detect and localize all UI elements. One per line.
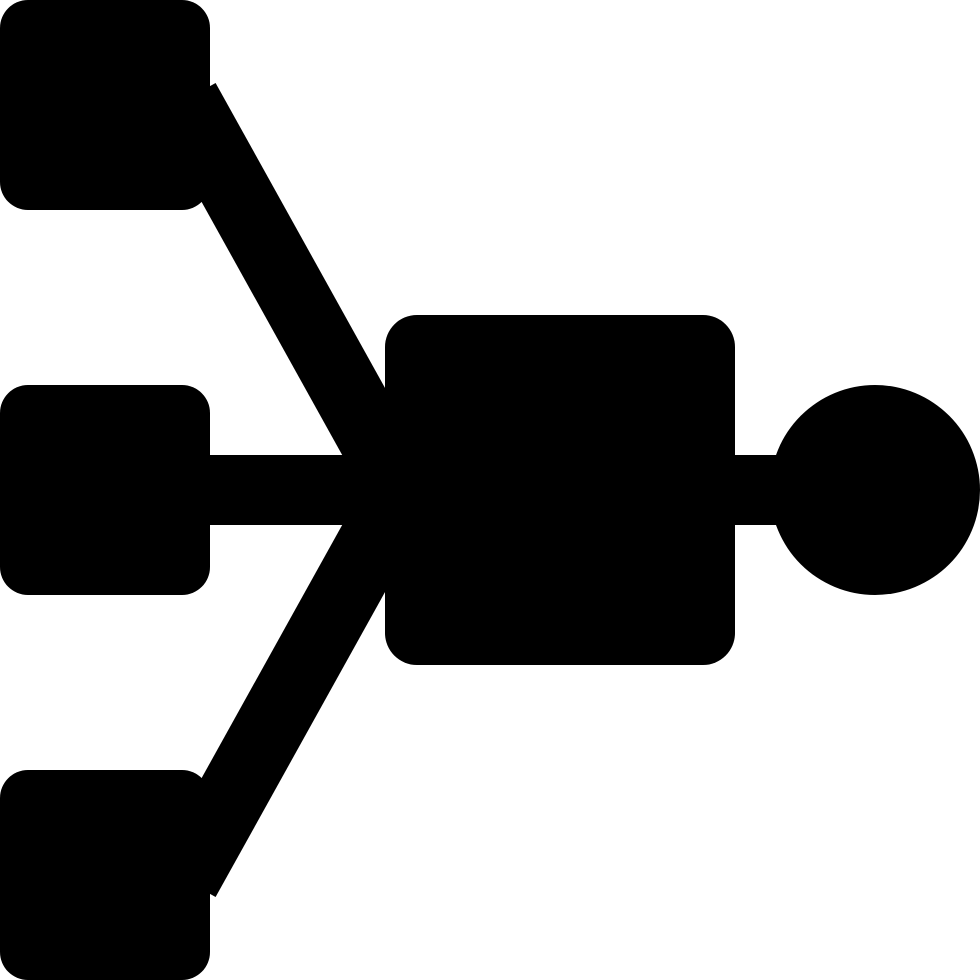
left-node-middle: [0, 385, 210, 595]
left-node-top: [0, 0, 210, 210]
connector-middle-line: [200, 455, 400, 525]
connector-bottom-line: [154, 503, 416, 897]
center-node: [385, 315, 735, 665]
left-node-bottom: [0, 770, 210, 980]
connector-top-line: [154, 83, 416, 477]
right-node-circle: [770, 385, 980, 595]
